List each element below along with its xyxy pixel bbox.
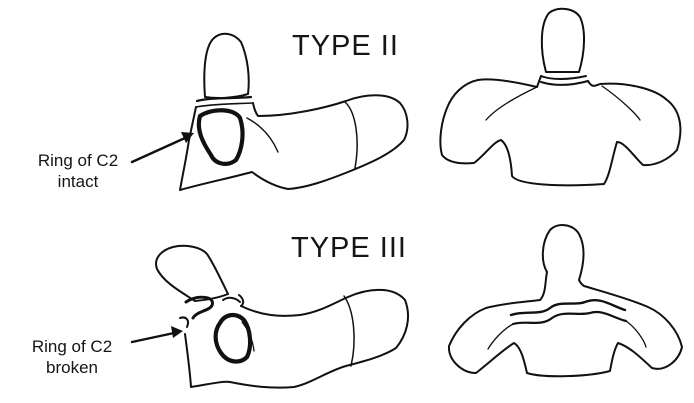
type-iii-lateral-c2 (156, 246, 408, 388)
type-iii-ring (216, 315, 251, 362)
type-ii-ring (199, 110, 243, 164)
type-iii-body (185, 290, 408, 388)
type-ii-ring-label-line2: intact (23, 171, 133, 192)
type-ii-dens (204, 34, 248, 98)
type-iii-ring-label-line2: broken (12, 357, 132, 378)
type-ii-frontal-c2 (440, 9, 680, 186)
type-ii-ring-label-line1: Ring of C2 (23, 150, 133, 171)
type-iii-facet (344, 296, 354, 366)
type-iii-arrow (132, 326, 183, 342)
type-ii-title: TYPE II (292, 32, 399, 61)
type-ii-frontal-body (440, 76, 680, 185)
type-iii-ring-label-line1: Ring of C2 (12, 336, 132, 357)
type-iii-dens (156, 246, 228, 301)
type-iii-ring-label: Ring of C2 broken (12, 336, 132, 378)
type-iii-fracture-right (223, 295, 243, 306)
type-ii-arrow (132, 132, 194, 162)
type-ii-ring-label: Ring of C2 intact (23, 150, 133, 192)
type-ii-frontal-dens (542, 9, 584, 72)
type-iii-title: TYPE III (291, 234, 407, 263)
type-iii-frontal-c2 (449, 225, 682, 376)
type-iii-frontal-body (449, 272, 682, 376)
type-iii-frontal-dens (543, 225, 584, 280)
type-ii-facet (345, 102, 357, 168)
type-ii-frontal-fracture (541, 76, 588, 85)
